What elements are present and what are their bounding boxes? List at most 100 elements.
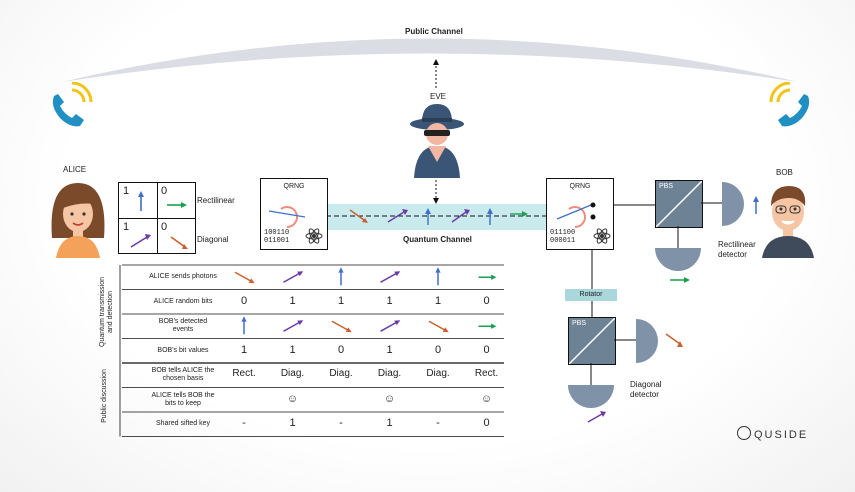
brand-logo: QUSIDE: [737, 426, 808, 441]
table-cell: 0: [483, 343, 490, 356]
photon-arrow-diag_up: [283, 320, 302, 332]
table-cell: 1: [289, 294, 296, 307]
basis-diag-one: 1: [123, 221, 130, 233]
bob-rotate-icon: [556, 202, 611, 244]
photon-arrow-diag_up: [380, 271, 399, 283]
group-label-public: Public discussion: [101, 369, 108, 423]
rotator: Rotator: [565, 289, 617, 301]
rectilinear-label: Rectilinear: [197, 196, 235, 205]
photon-arrowhead: [394, 320, 401, 326]
table-cell: Rect.: [474, 368, 499, 380]
bob-qrng-bits-2: 000011: [550, 237, 576, 245]
photon-arrowhead: [491, 323, 497, 329]
basis-grid: 1 0 1 0: [118, 182, 196, 254]
table-cell: Diag.: [426, 368, 450, 380]
table-row-label: BOB's bit values: [157, 346, 209, 354]
photon-arrowhead: [442, 327, 449, 333]
table-cell: 1: [386, 343, 393, 356]
photon-arrowhead: [297, 271, 304, 277]
bob-phone-icon: [769, 82, 810, 127]
eve-label: EVE: [430, 92, 447, 101]
alice-rotate-icon: [268, 206, 323, 244]
basis-rect-one: 1: [123, 185, 130, 197]
table-row-label: ALICE random bits: [153, 297, 213, 305]
table-cell: 1: [386, 417, 393, 430]
table-cell: -: [242, 417, 246, 430]
bob-label: BOB: [776, 168, 793, 177]
alice-qrng-bits-2: 011001: [264, 237, 290, 245]
table-cell: Diag.: [329, 368, 353, 380]
diagonal-label: Diagonal: [197, 235, 229, 244]
diag-pbs-label: PBS: [572, 320, 587, 327]
table-cell: 1: [434, 294, 442, 307]
bob-qrng-bits-1: 011100: [550, 229, 576, 237]
table-cell: ☺: [480, 392, 493, 405]
table-cell: ☺: [286, 392, 299, 405]
table-lines: [119, 264, 504, 437]
bob-avatar: [762, 186, 814, 258]
quantum-channel-band: [326, 204, 546, 230]
alice-phone-icon: [52, 82, 93, 127]
rect-pbs: PBS: [655, 180, 703, 228]
table-cell: 1: [289, 343, 296, 356]
photon-arrow-diag_down: [331, 320, 351, 332]
brand-text: QUSIDE: [754, 429, 809, 441]
table-cell: 0: [337, 343, 345, 356]
photon-arrowhead: [338, 267, 344, 273]
table-cell: Rect.: [232, 368, 256, 380]
diag-pbs: PBS: [568, 317, 616, 365]
table-cell: 0: [434, 343, 442, 356]
alice-qrng-box: QRNG 100110 011001: [260, 178, 328, 250]
basis-diag-zero: 0: [161, 221, 168, 233]
table-cell: -: [339, 417, 343, 430]
table-cell: 0: [483, 417, 490, 430]
table-cell: -: [436, 417, 440, 430]
table-cell: Diag.: [377, 368, 402, 380]
alice-avatar: [51, 183, 105, 258]
photon-arrowhead: [491, 274, 497, 280]
table-row-label: ALICE sends photons: [149, 273, 217, 281]
brand-icon: [737, 426, 751, 440]
alice-label: ALICE: [63, 165, 87, 174]
public-channel-label: Public Channel: [405, 27, 463, 36]
photon-arrowhead: [248, 278, 255, 284]
photon-arrowhead: [297, 320, 304, 326]
rect-pbs-label: PBS: [659, 183, 674, 190]
quantum-channel-label: Quantum Channel: [403, 235, 472, 244]
table-cell: ☺: [383, 392, 396, 405]
eve-spy-icon: [410, 104, 464, 178]
photon-arrow-diag_up: [380, 320, 399, 332]
basis-rect-zero: 0: [161, 185, 168, 197]
table-cell: 1: [337, 294, 345, 307]
photon-arrowhead: [345, 327, 352, 333]
table-cell: 0: [240, 294, 248, 307]
table-row-label: Shared sifted key: [155, 420, 211, 428]
table-cell: 1: [386, 294, 393, 307]
table-cell: 1: [289, 417, 296, 430]
public-channel-arc: [62, 38, 798, 82]
bob-qrng-box: QRNG 011100 000011: [546, 178, 614, 250]
table-cell: 1: [240, 343, 248, 356]
photon-arrowhead: [435, 267, 441, 273]
table-cell: Diag.: [280, 368, 305, 380]
photon-arrowhead: [241, 316, 247, 322]
photon-arrow-diag_down: [234, 271, 254, 283]
alice-qrng-title: QRNG: [283, 183, 305, 190]
photon-arrowhead: [394, 271, 401, 277]
bob-qrng-title: QRNG: [569, 183, 591, 190]
photon-arrow-diag_down: [428, 320, 448, 332]
photon-arrow-diag_up: [283, 271, 302, 283]
table-cell: 0: [483, 294, 490, 307]
